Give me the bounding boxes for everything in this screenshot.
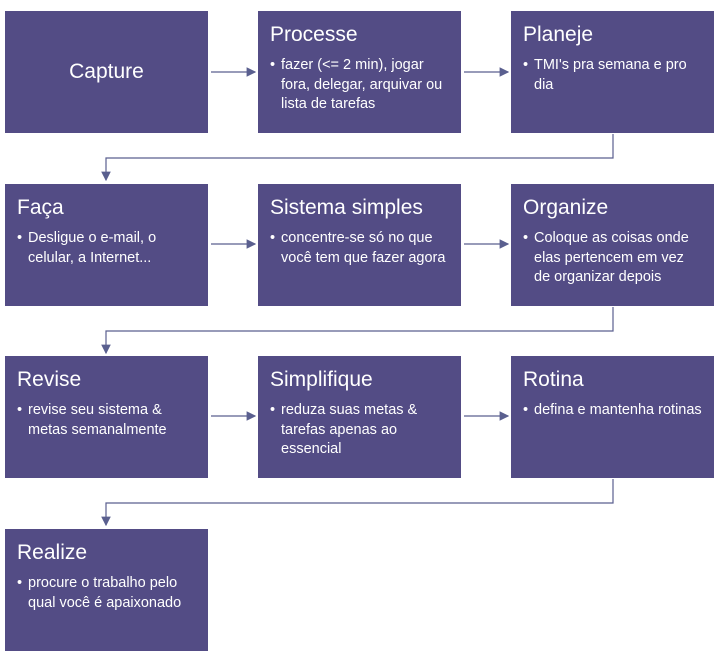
- step-title: Capture: [69, 60, 144, 83]
- step-title: Processe: [270, 23, 358, 46]
- step-title: Organize: [523, 196, 609, 219]
- arrow-organize-revise: [101, 307, 614, 355]
- step-capture: Capture: [5, 11, 208, 133]
- step-revise: Revise revise seu sistema & metas semana…: [5, 356, 208, 478]
- step-planeje: Planeje TMI's pra semana e pro dia: [511, 11, 714, 133]
- step-sistema-simples: Sistema simples concentre-se só no que v…: [258, 184, 461, 306]
- step-bullet: defina e mantenha rotinas: [523, 401, 704, 421]
- step-bullet: Coloque as coisas onde elas pertencem em…: [523, 229, 704, 288]
- step-title: Planeje: [523, 23, 594, 46]
- step-bullet: concentre-se só no que você tem que faze…: [270, 229, 451, 268]
- step-bullet: fazer (<= 2 min), jogar fora, delegar, a…: [270, 56, 451, 115]
- arrow-rotina-realize: [101, 479, 614, 527]
- step-bullet: revise seu sistema & metas semanalmente: [17, 401, 198, 440]
- step-rotina: Rotina defina e mantenha rotinas: [511, 356, 714, 478]
- step-title: Revise: [17, 368, 82, 391]
- arrow-planeje-faca: [101, 134, 614, 182]
- step-title: Realize: [17, 541, 88, 564]
- step-faca: Faça Desligue o e-mail, o celular, a Int…: [5, 184, 208, 306]
- step-processe: Processe fazer (<= 2 min), jogar fora, d…: [258, 11, 461, 133]
- step-title: Rotina: [523, 368, 584, 391]
- step-organize: Organize Coloque as coisas onde elas per…: [511, 184, 714, 306]
- step-bullet: TMI's pra semana e pro dia: [523, 56, 704, 95]
- step-bullet: Desligue o e-mail, o celular, a Internet…: [17, 229, 198, 268]
- step-simplifique: Simplifique reduza suas metas & tarefas …: [258, 356, 461, 478]
- step-bullet: reduza suas metas & tarefas apenas ao es…: [270, 401, 451, 460]
- step-realize: Realize procure o trabalho pelo qual voc…: [5, 529, 208, 651]
- step-title: Faça: [17, 196, 64, 219]
- step-bullet: procure o trabalho pelo qual você é apai…: [17, 574, 198, 613]
- step-title: Simplifique: [270, 368, 373, 391]
- step-title: Sistema simples: [270, 196, 423, 219]
